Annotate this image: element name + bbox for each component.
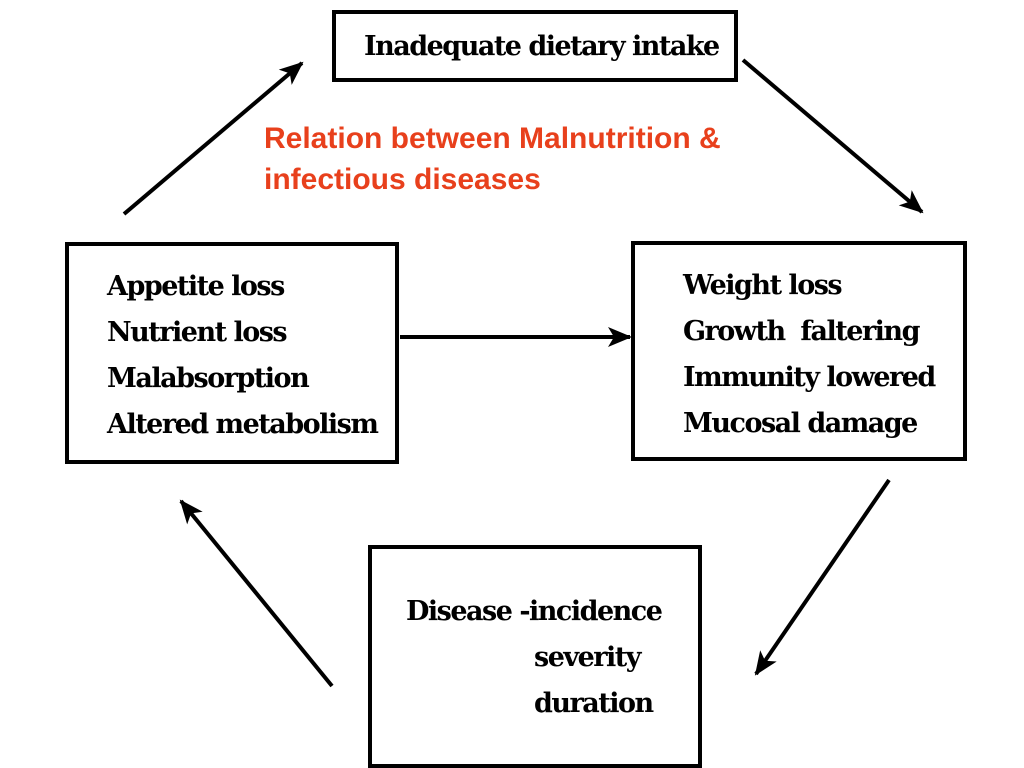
node-line: Nutrient loss: [107, 317, 288, 348]
node-disease: Disease -incidence severity duration: [368, 545, 702, 768]
title-line-1: Relation between Malnutrition &: [264, 122, 721, 155]
node-line: Growth faltering: [683, 316, 920, 347]
node-appetite-loss: Appetite loss Nutrient loss Malabsorptio…: [65, 242, 399, 464]
node-line: Inadequate dietary intake: [364, 31, 720, 62]
node-line: severity: [534, 642, 641, 673]
node-line: Immunity lowered: [683, 362, 936, 393]
node-line: Appetite loss: [107, 271, 285, 302]
node-line: Altered metabolism: [107, 409, 379, 440]
node-weight-loss: Weight loss Growth faltering Immunity lo…: [631, 241, 967, 461]
arrow-intake-to-weight-loss: [741, 58, 924, 214]
node-line: duration: [534, 688, 654, 719]
arrow-appetite-to-intake: [122, 61, 304, 216]
node-line: Weight loss: [683, 270, 843, 301]
arrow-weight-loss-to-disease: [754, 478, 891, 676]
title-line-2: infectious diseases: [264, 163, 541, 196]
node-line: Mucosal damage: [683, 408, 918, 439]
diagram-title: Relation between Malnutrition & infectio…: [264, 118, 721, 200]
node-line: Malabsorption: [107, 363, 310, 394]
node-inadequate-dietary-intake: Inadequate dietary intake: [332, 10, 738, 82]
node-line: Disease -incidence: [406, 596, 663, 627]
arrow-disease-to-appetite: [179, 499, 334, 688]
